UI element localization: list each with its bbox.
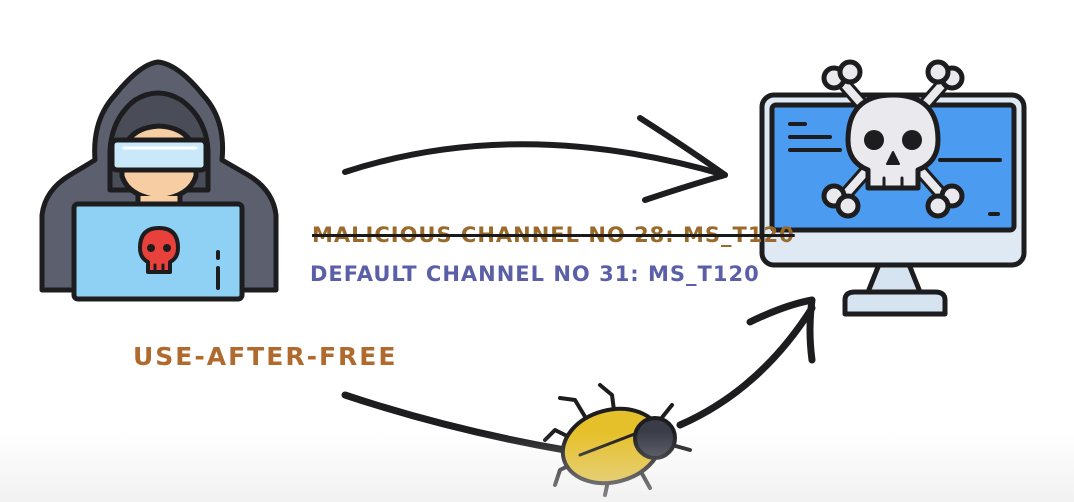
skull-crossbones-icon [821,59,965,219]
malicious-channel-label: MALICIOUS CHANNEL NO 28: MS_T120 [312,223,795,247]
skull-icon [138,226,180,274]
arrow-top-icon [342,115,728,203]
use-after-free-label: USE-AFTER-FREE [133,342,398,371]
hacker-icon [39,59,279,302]
default-channel-label: DEFAULT CHANNEL NO 31: MS_T120 [310,262,760,286]
infected-computer-icon [759,59,1027,317]
bottom-fade-overlay [0,432,1074,502]
